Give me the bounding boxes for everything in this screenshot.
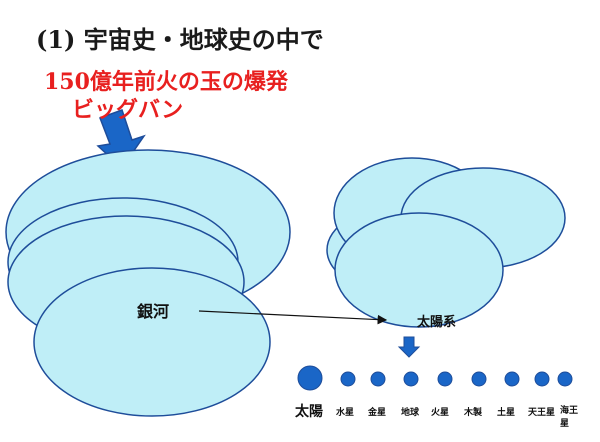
galaxy-to-solar-arrow <box>198 310 388 325</box>
planet-uranus <box>534 371 550 387</box>
planet-saturn <box>504 371 520 387</box>
galaxy-group <box>5 149 291 417</box>
planet-label-jupiter: 木製 <box>464 408 483 418</box>
planet-venus <box>370 371 386 387</box>
planet-label-venus: 金星 <box>368 408 387 418</box>
planet-row <box>297 365 573 391</box>
planet-mars <box>437 371 453 387</box>
page-title: (1) 宇宙史・地球史の中で <box>36 25 324 54</box>
planet-jupiter <box>471 371 487 387</box>
planet-label-neptune: 海王星 <box>560 406 579 429</box>
bigbang-label: ビッグバン <box>72 97 184 123</box>
planet-label-saturn: 土星 <box>497 408 516 418</box>
solar-system-label: 太陽系 <box>417 315 457 330</box>
planet-label-mercury: 水星 <box>336 408 355 418</box>
planet-mercury <box>340 371 356 387</box>
planet-neptune <box>557 371 573 387</box>
planet-label-uranus: 天王星 <box>528 408 556 418</box>
planet-label-mars: 火星 <box>431 408 450 418</box>
planet-label-earth: 地球 <box>401 408 420 418</box>
planet-earth <box>403 371 419 387</box>
planet-label-sun: 太陽 <box>295 404 323 420</box>
solar-system-group <box>326 157 566 328</box>
galaxy-label: 銀河 <box>137 302 170 321</box>
bigbang-caption: 150億年前火の玉の爆発 <box>44 69 288 95</box>
planet-sun <box>297 365 323 391</box>
solar-down-arrow <box>397 336 421 358</box>
galaxy-ellipse-front <box>33 267 271 417</box>
solar-ellipse-front <box>334 212 504 328</box>
